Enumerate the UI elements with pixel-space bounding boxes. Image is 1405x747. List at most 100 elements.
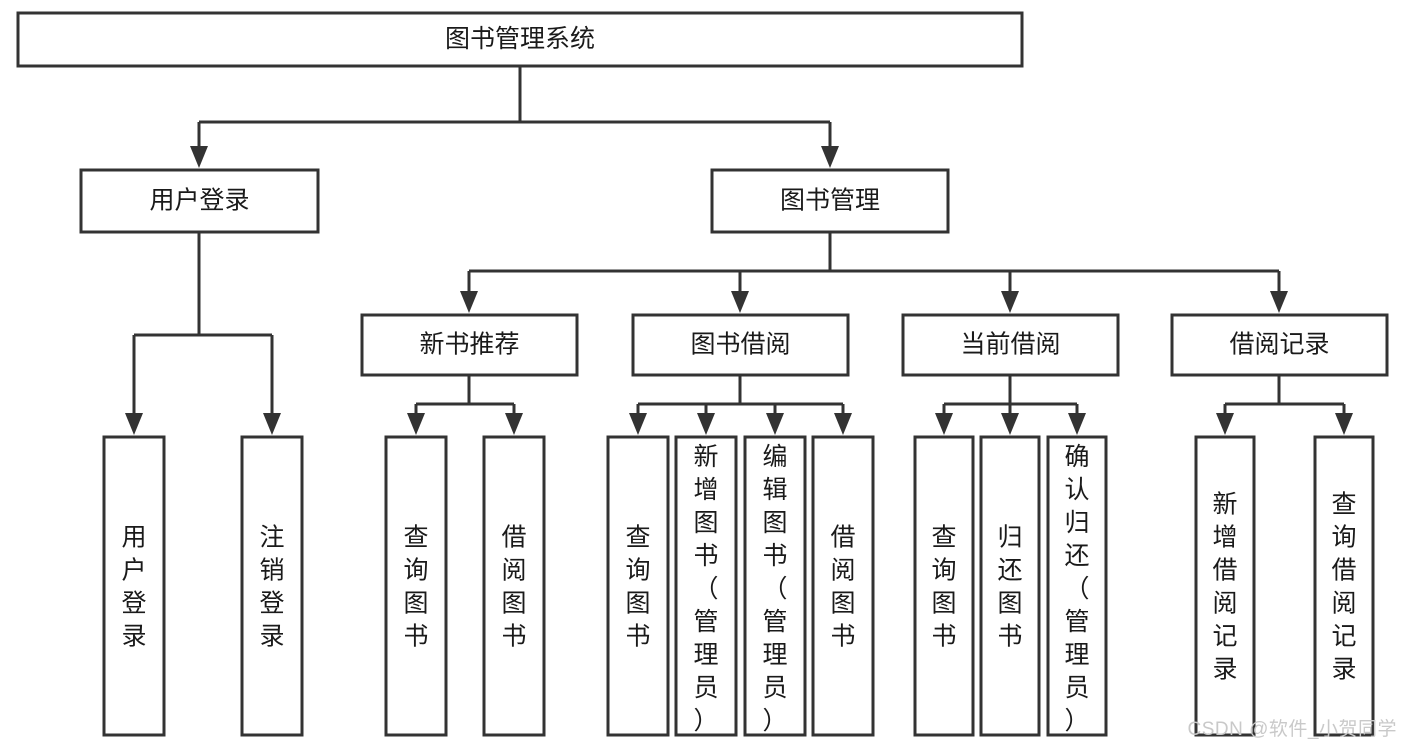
svg-text:）: ） <box>762 707 787 735</box>
svg-text:书: 书 <box>403 623 428 651</box>
svg-text:）: ） <box>693 707 718 735</box>
svg-text:（: （ <box>693 575 718 603</box>
arrow-head-icon <box>505 413 523 435</box>
svg-text:（: （ <box>1064 575 1089 603</box>
node-box[interactable] <box>240 435 304 737</box>
node-box[interactable] <box>901 313 1120 377</box>
node-book-manage[interactable]: 图书管理 <box>710 168 950 234</box>
svg-text:确: 确 <box>1064 443 1089 471</box>
svg-text:图: 图 <box>625 590 650 618</box>
svg-text:图: 图 <box>501 590 526 618</box>
svg-text:）: ） <box>1064 707 1089 735</box>
arrow-head-icon <box>697 413 715 435</box>
node-box[interactable] <box>979 435 1041 737</box>
arrow-head-icon <box>190 146 208 168</box>
svg-text:理: 理 <box>762 641 787 669</box>
connectors-layer <box>125 66 1353 435</box>
connector-group-new-book-rec-bus <box>407 375 523 435</box>
node-box[interactable] <box>1194 435 1256 737</box>
svg-text:图: 图 <box>931 590 956 618</box>
node-label: 当前借阅 <box>960 331 1060 359</box>
arrow-head-icon <box>263 413 281 435</box>
connector-group-root-bus <box>190 66 839 168</box>
node-user-login[interactable]: 用户登录 <box>79 168 320 234</box>
arrow-head-icon <box>1068 413 1086 435</box>
arrow-head-icon <box>1001 413 1019 435</box>
svg-text:认: 认 <box>1064 476 1089 504</box>
svg-text:书: 书 <box>501 623 526 651</box>
node-box[interactable] <box>16 11 1024 68</box>
svg-text:归: 归 <box>1064 509 1089 537</box>
node-box[interactable] <box>631 313 850 377</box>
node-box[interactable] <box>482 435 546 737</box>
node-box[interactable] <box>1313 435 1375 737</box>
arrow-head-icon <box>731 291 749 313</box>
node-box[interactable] <box>743 435 807 737</box>
svg-text:阅: 阅 <box>830 557 855 585</box>
arrow-head-icon <box>1216 413 1234 435</box>
svg-text:图: 图 <box>830 590 855 618</box>
node-leaf-user-login[interactable]: 用户登录 <box>102 435 166 737</box>
connector-group-user-login-bus <box>125 232 281 435</box>
svg-text:阅: 阅 <box>1212 590 1237 618</box>
svg-text:书: 书 <box>625 623 650 651</box>
svg-text:员: 员 <box>1064 674 1089 702</box>
svg-text:阅: 阅 <box>1331 590 1356 618</box>
node-box[interactable] <box>913 435 975 737</box>
node-label: 新书推荐 <box>419 331 519 359</box>
node-box[interactable] <box>811 435 875 737</box>
node-box[interactable] <box>606 435 670 737</box>
svg-text:新: 新 <box>693 443 718 471</box>
svg-text:记: 记 <box>1331 623 1356 651</box>
svg-text:书: 书 <box>693 542 718 570</box>
node-box[interactable] <box>102 435 166 737</box>
node-new-book-rec[interactable]: 新书推荐 <box>360 313 579 377</box>
node-box[interactable] <box>710 168 950 234</box>
connector-group-book-manage-bus <box>460 232 1288 313</box>
svg-text:登: 登 <box>259 590 284 618</box>
node-root[interactable]: 图书管理系统 <box>16 11 1024 68</box>
node-book-borrow[interactable]: 图书借阅 <box>631 313 850 377</box>
node-box[interactable] <box>384 435 448 737</box>
arrow-head-icon <box>1270 291 1288 313</box>
svg-text:询: 询 <box>1331 524 1356 552</box>
svg-text:理: 理 <box>1064 641 1089 669</box>
node-current-borrow[interactable]: 当前借阅 <box>901 313 1120 377</box>
svg-text:员: 员 <box>693 674 718 702</box>
node-box[interactable] <box>79 168 320 234</box>
svg-text:书: 书 <box>931 623 956 651</box>
svg-text:用: 用 <box>121 524 146 552</box>
node-label: 图书借阅 <box>690 331 790 359</box>
svg-text:辑: 辑 <box>762 476 787 504</box>
svg-text:（: （ <box>762 575 787 603</box>
node-borrow-record[interactable]: 借阅记录 <box>1170 313 1389 377</box>
node-box[interactable] <box>674 435 738 737</box>
svg-text:书: 书 <box>830 623 855 651</box>
node-box[interactable] <box>360 313 579 377</box>
node-box[interactable] <box>1046 435 1108 737</box>
node-box[interactable] <box>1170 313 1389 377</box>
svg-text:借: 借 <box>830 524 855 552</box>
svg-text:查: 查 <box>403 524 428 552</box>
svg-text:管: 管 <box>693 608 718 636</box>
svg-text:归: 归 <box>997 524 1022 552</box>
